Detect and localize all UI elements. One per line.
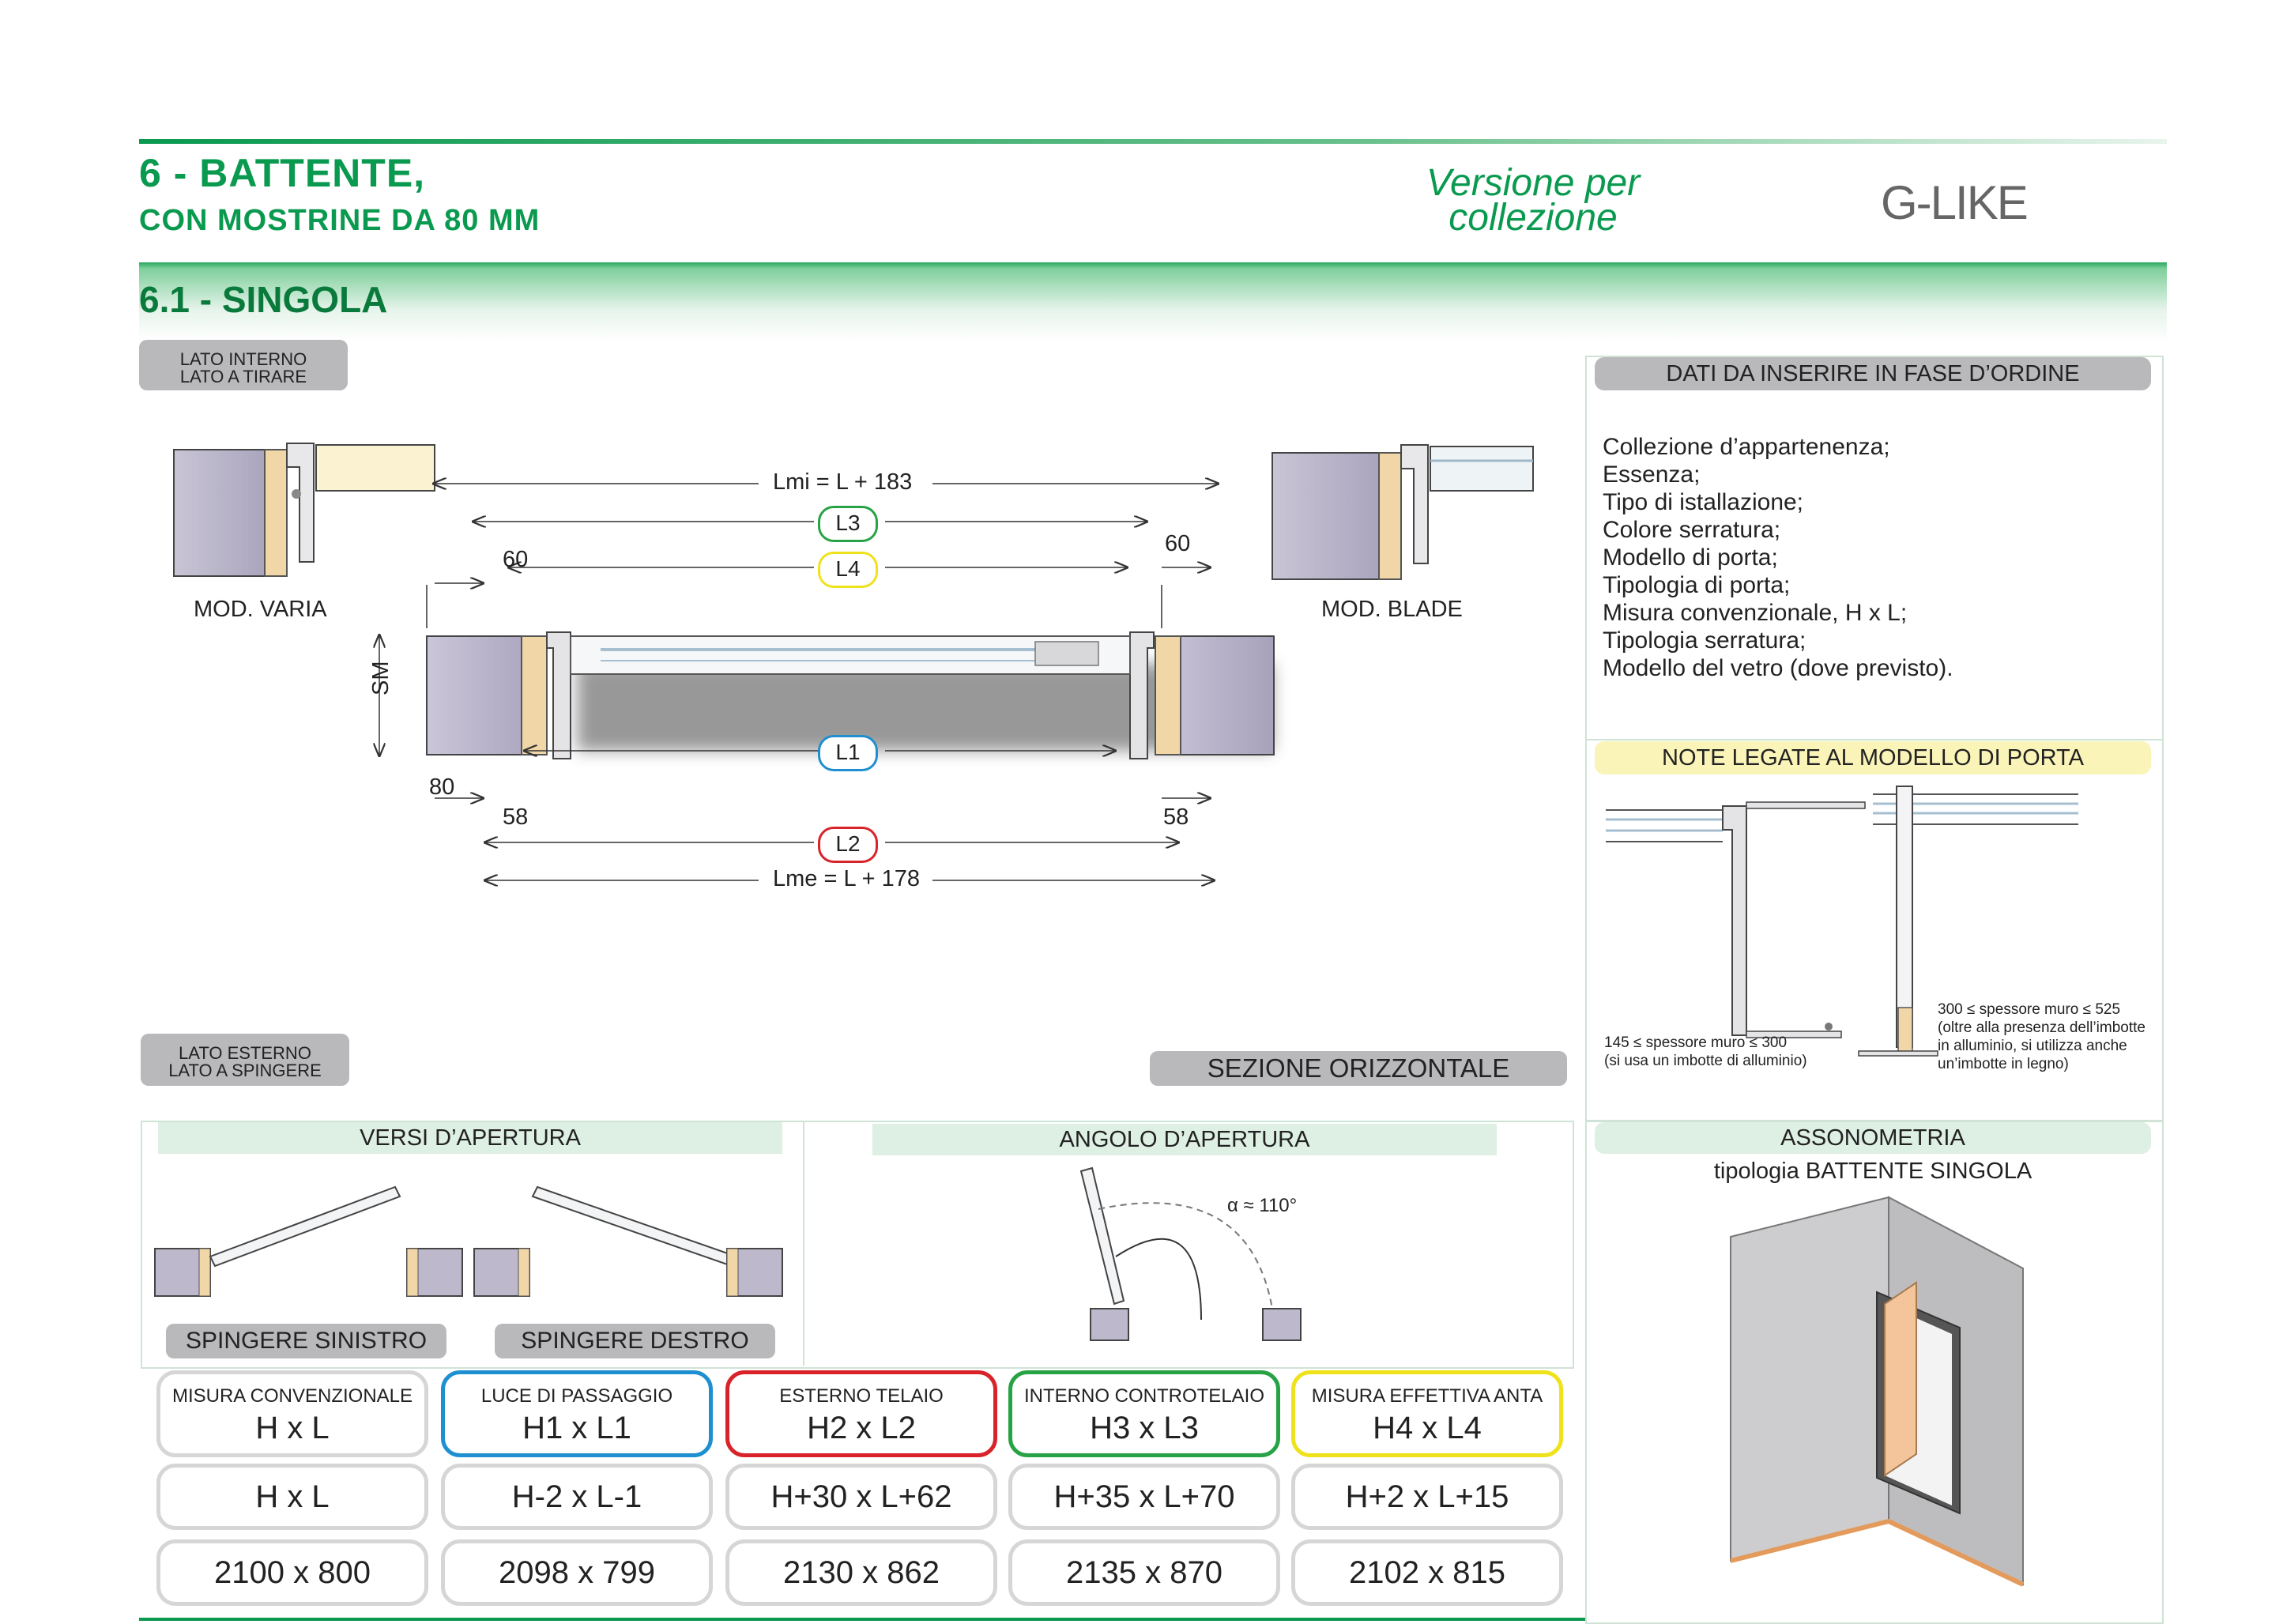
assonometria-title: ASSONOMETRIA: [1595, 1122, 2151, 1154]
lato-interno-pill: LATO INTERNO LATO A TIRARE: [139, 340, 348, 390]
table-value-cell: 2135 x 870: [1008, 1539, 1280, 1606]
mod-varia-section-drawing: [173, 443, 435, 577]
section-title: 6.1 - SINGOLA: [139, 279, 388, 320]
brand-logo: G-LIKE: [1881, 176, 2029, 229]
dim-l1: L1: [818, 735, 878, 771]
angolo-title: ANGOLO D’APERTURA: [872, 1124, 1497, 1155]
section-band: [139, 262, 2167, 341]
dim-l2: L2: [818, 827, 878, 863]
note-right: 300 ≤ spessore muro ≤ 525 (oltre alla pr…: [1938, 1000, 2145, 1073]
order-panel-title: DATI DA INSERIRE IN FASE D’ORDINE: [1595, 357, 2151, 390]
page-subtitle: CON MOSTRINE DA 80 MM: [139, 204, 541, 237]
mod-blade-section-drawing: [1271, 444, 1534, 580]
table-header-label: MISURA EFFETTIVA ANTA: [1311, 1385, 1543, 1407]
lato-interno-line1: LATO INTERNO: [179, 349, 307, 369]
dim-58-right: 58: [1163, 804, 1189, 830]
lato-esterno-line1: LATO ESTERNO: [179, 1043, 311, 1063]
dim-80: 80: [429, 774, 455, 800]
dim-60-left: 60: [503, 547, 529, 572]
order-list: Collezione d’appartenenza;Essenza;Tipo d…: [1603, 433, 2148, 682]
order-item: Essenza;: [1603, 462, 1701, 488]
horizontal-section-drawing: [371, 466, 1275, 909]
table-header-label: LUCE DI PASSAGGIO: [480, 1385, 673, 1407]
table-header-cell: INTERNO CONTROTELAIO H3 x L3: [1008, 1370, 1280, 1457]
table-header-formula: H4 x L4: [1373, 1411, 1482, 1445]
table-header-cell: MISURA EFFETTIVA ANTA H4 x L4: [1291, 1370, 1563, 1457]
mod-varia-label: MOD. VARIA: [194, 597, 327, 622]
dim-lme: Lme = L + 178: [773, 866, 920, 891]
order-item: Tipologia serratura;: [1603, 627, 1806, 654]
table-header-cell: LUCE DI PASSAGGIO H1 x L1: [441, 1370, 713, 1457]
note-right-line1: 300 ≤ spessore muro ≤ 525: [1938, 1001, 2121, 1018]
table-formula-cell: H+35 x L+70: [1008, 1464, 1280, 1530]
version-line-1: Versione per: [1426, 162, 1641, 204]
note-left-line2: (si usa un imbotte di alluminio): [1604, 1053, 1807, 1069]
versi-title: VERSI D’APERTURA: [158, 1122, 782, 1154]
dim-sm: SM: [368, 661, 394, 696]
lato-esterno-line2: LATO A SPINGERE: [168, 1061, 322, 1080]
notes-panel-title: NOTE LEGATE AL MODELLO DI PORTA: [1595, 741, 2151, 774]
table-header-cell: ESTERNO TELAIO H2 x L2: [725, 1370, 997, 1457]
header-top-rule: [139, 139, 2167, 144]
notes-profile-drawing: [1606, 786, 2078, 1057]
assonometria-drawing: [1730, 1196, 2025, 1587]
table-header-formula: H x L: [255, 1411, 330, 1445]
dim-60-right: 60: [1165, 531, 1191, 556]
table-header-formula: H2 x L2: [807, 1411, 916, 1445]
order-item: Tipologia di porta;: [1603, 572, 1791, 598]
table-header-label: INTERNO CONTROTELAIO: [1023, 1385, 1265, 1407]
order-item: Modello di porta;: [1603, 544, 1778, 571]
dim-lmi: Lmi = L + 183: [773, 469, 913, 495]
spingere-sinistro-label: SPINGERE SINISTRO: [166, 1324, 446, 1358]
table-value-cell: 2102 x 815: [1291, 1539, 1563, 1606]
sezione-orizzontale-label: SEZIONE ORIZZONTALE: [1150, 1051, 1567, 1086]
lato-esterno-pill: LATO ESTERNO LATO A SPINGERE: [141, 1034, 349, 1086]
table-header-label: ESTERNO TELAIO: [779, 1385, 944, 1407]
note-right-line3: in alluminio, si utilizza anche: [1938, 1038, 2127, 1054]
panel-divider: [803, 1122, 804, 1366]
table-formula-cell: H+2 x L+15: [1291, 1464, 1563, 1530]
lato-interno-line2: LATO A TIRARE: [179, 367, 307, 386]
order-item: Misura convenzionale, H x L;: [1603, 600, 1908, 626]
table-header-label: MISURA CONVENZIONALE: [171, 1385, 413, 1407]
table-formula-cell: H x L: [156, 1464, 428, 1530]
assonometria-subtitle: tipologia BATTENTE SINGOLA: [1713, 1159, 2032, 1184]
table-value-cell: 2100 x 800: [156, 1539, 428, 1606]
note-right-line4: un’imbotte in legno): [1938, 1056, 2069, 1072]
dim-l3: L3: [818, 506, 878, 542]
order-item: Collezione d’appartenenza;: [1603, 434, 1890, 460]
versi-angolo-panel: [141, 1121, 1574, 1369]
order-item: Tipo di istallazione;: [1603, 489, 1804, 515]
version-label: Versione per collezione: [1375, 162, 1691, 239]
note-right-line2: (oltre alla presenza dell’imbotte: [1938, 1019, 2145, 1036]
footer-rule: [139, 1618, 1585, 1621]
note-left-line1: 145 ≤ spessore muro ≤ 300: [1604, 1034, 1788, 1051]
order-item: Colore serratura;: [1603, 517, 1781, 543]
table-formula-cell: H+30 x L+62: [725, 1464, 997, 1530]
table-value-cell: 2098 x 799: [441, 1539, 713, 1606]
page-title: 6 - BATTENTE,: [139, 151, 426, 195]
dim-l4: L4: [818, 552, 878, 588]
mod-blade-label: MOD. BLADE: [1321, 597, 1463, 622]
table-header-formula: H3 x L3: [1090, 1411, 1199, 1445]
note-left: 145 ≤ spessore muro ≤ 300 (si usa un imb…: [1604, 1034, 1807, 1070]
dim-58-left: 58: [503, 804, 529, 830]
table-header-formula: H1 x L1: [522, 1411, 631, 1445]
angolo-drawing: [1079, 1166, 1302, 1341]
table-header-cell: MISURA CONVENZIONALE H x L: [156, 1370, 428, 1457]
table-value-cell: 2130 x 862: [725, 1539, 997, 1606]
alpha-label: α ≈ 110°: [1227, 1195, 1298, 1216]
spingere-destro-label: SPINGERE DESTRO: [495, 1324, 775, 1358]
table-formula-cell: H-2 x L-1: [441, 1464, 713, 1530]
version-line-2: collezione: [1449, 197, 1618, 239]
versi-drawing: [154, 1185, 783, 1297]
order-item: Modello del vetro (dove previsto).: [1603, 655, 1953, 681]
